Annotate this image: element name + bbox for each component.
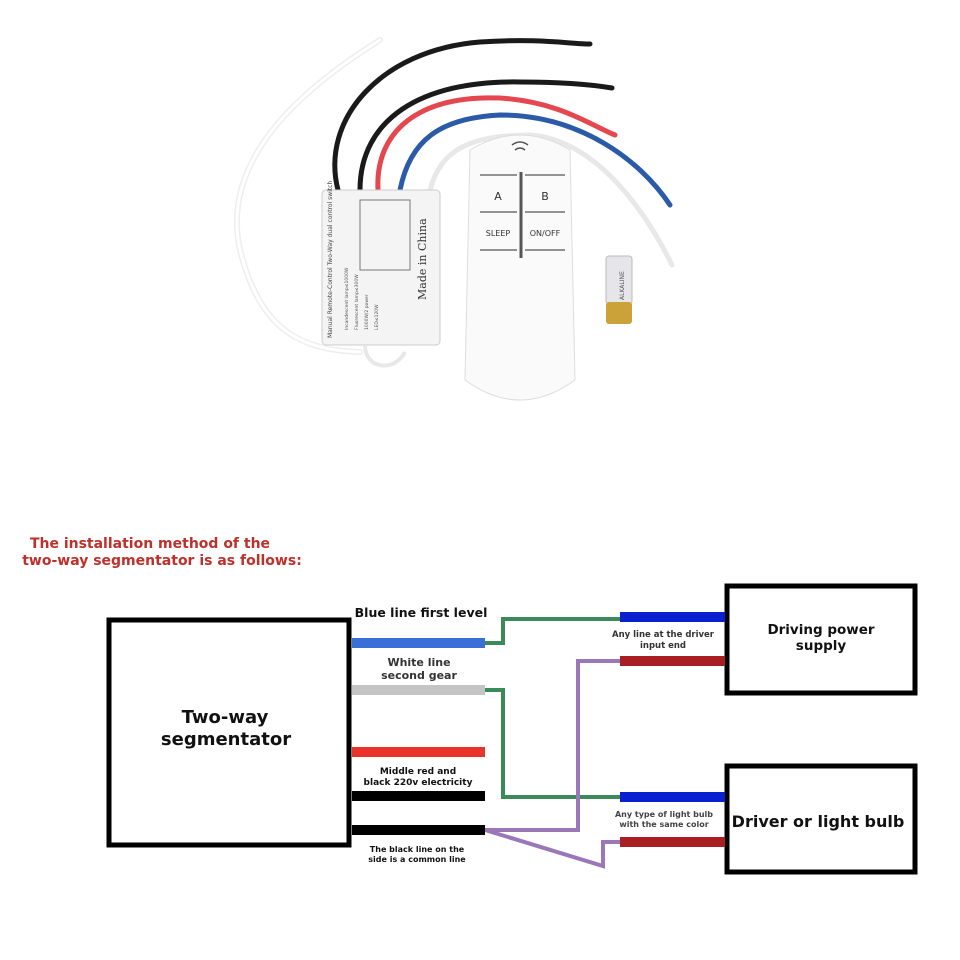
switch-module: Manual Remote-Control Two-Way dual contr… — [321, 180, 441, 368]
red-black-label-2: black 220v electricity — [364, 778, 473, 788]
battery-label: ALKALINE — [619, 271, 626, 300]
bulb-label-2: with the same color — [619, 820, 708, 829]
segmentator-box — [106, 617, 352, 848]
module-made-in: Made in China — [416, 218, 429, 300]
light-bulb-box — [724, 763, 918, 875]
light-bulb-label: Driver or light bulb — [732, 812, 905, 831]
common-line-label-2: side is a common line — [368, 855, 466, 864]
segmentator-label-1: Two-way — [182, 707, 269, 728]
button-sleep: SLEEP — [486, 229, 511, 238]
module-label: Manual Remote-Control Two-Way dual contr… — [327, 180, 334, 338]
segmentator-label-2: segmentator — [161, 729, 291, 750]
remote-control: A B SLEEP ON/OFF — [464, 134, 576, 401]
module-spec: Fluorescent lamp≤300W — [354, 274, 360, 330]
white-line-label-1: White line — [387, 656, 450, 669]
common-line-label-1: The black line on the — [370, 845, 465, 854]
button-b: B — [541, 190, 549, 203]
connection-wires — [484, 617, 620, 869]
module-spec: LED≤120W — [374, 304, 380, 330]
module-spec: 1000W/2 power — [364, 294, 370, 330]
driver-input-label-1: Any line at the driver — [612, 630, 715, 640]
colored-leads — [352, 612, 725, 847]
button-a: A — [494, 190, 502, 203]
driving-power-box — [724, 583, 918, 696]
driving-power-label-2: supply — [796, 638, 847, 654]
red-black-label-1: Middle red and — [380, 767, 456, 777]
button-on-off: ON/OFF — [530, 229, 561, 238]
driving-power-label-1: Driving power — [767, 622, 874, 638]
white-line-label-2: second gear — [381, 669, 457, 682]
heading-line2: two-way segmentator is as follows: — [22, 553, 302, 569]
battery: ALKALINE — [605, 255, 633, 324]
wireless-icon — [511, 141, 529, 151]
wires — [233, 37, 675, 355]
blue-line-label: Blue line first level — [355, 605, 488, 620]
driver-input-label-2: input end — [640, 641, 686, 651]
heading-line1: The installation method of the — [30, 536, 270, 552]
bulb-label-1: Any type of light bulb — [615, 810, 713, 819]
module-spec: Incandescent lamp≤1000W — [344, 267, 350, 330]
